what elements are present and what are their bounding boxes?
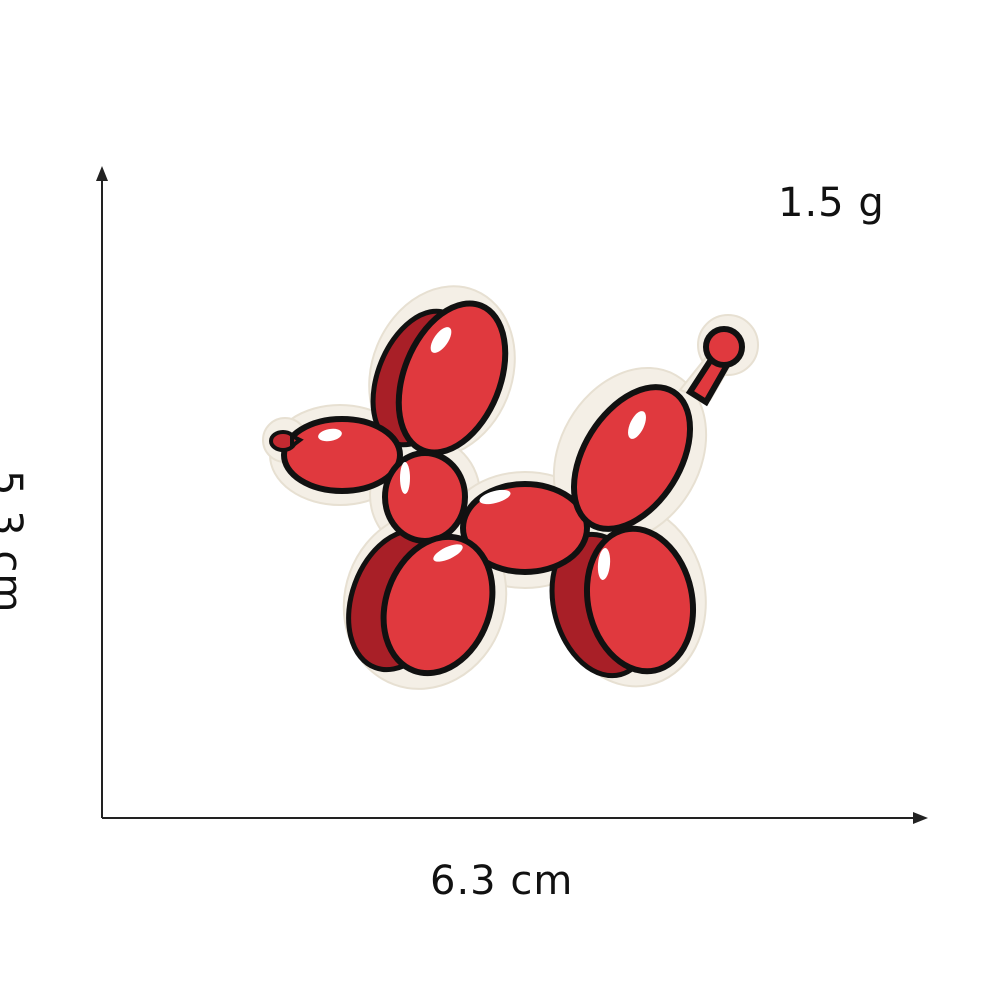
balloon-segments (281, 300, 745, 677)
weight-label: 1.5 g (778, 180, 885, 226)
front-leg-balloon (380, 533, 496, 677)
width-arrow-icon (913, 812, 928, 824)
balloon-highlights (318, 327, 646, 580)
tail-knot (703, 326, 745, 368)
height-dimension-label: 5.3 cm (0, 470, 30, 614)
nose-knot (269, 430, 304, 452)
height-arrow-icon (96, 166, 108, 181)
snout-balloon (281, 416, 403, 494)
back-leg-balloon (583, 525, 697, 675)
tail-balloon (570, 384, 694, 532)
body-balloon (460, 481, 590, 575)
width-dimension-label: 6.3 cm (430, 858, 574, 904)
head-balloon (382, 450, 468, 544)
balloon-dog-patch-icon (262, 285, 759, 690)
